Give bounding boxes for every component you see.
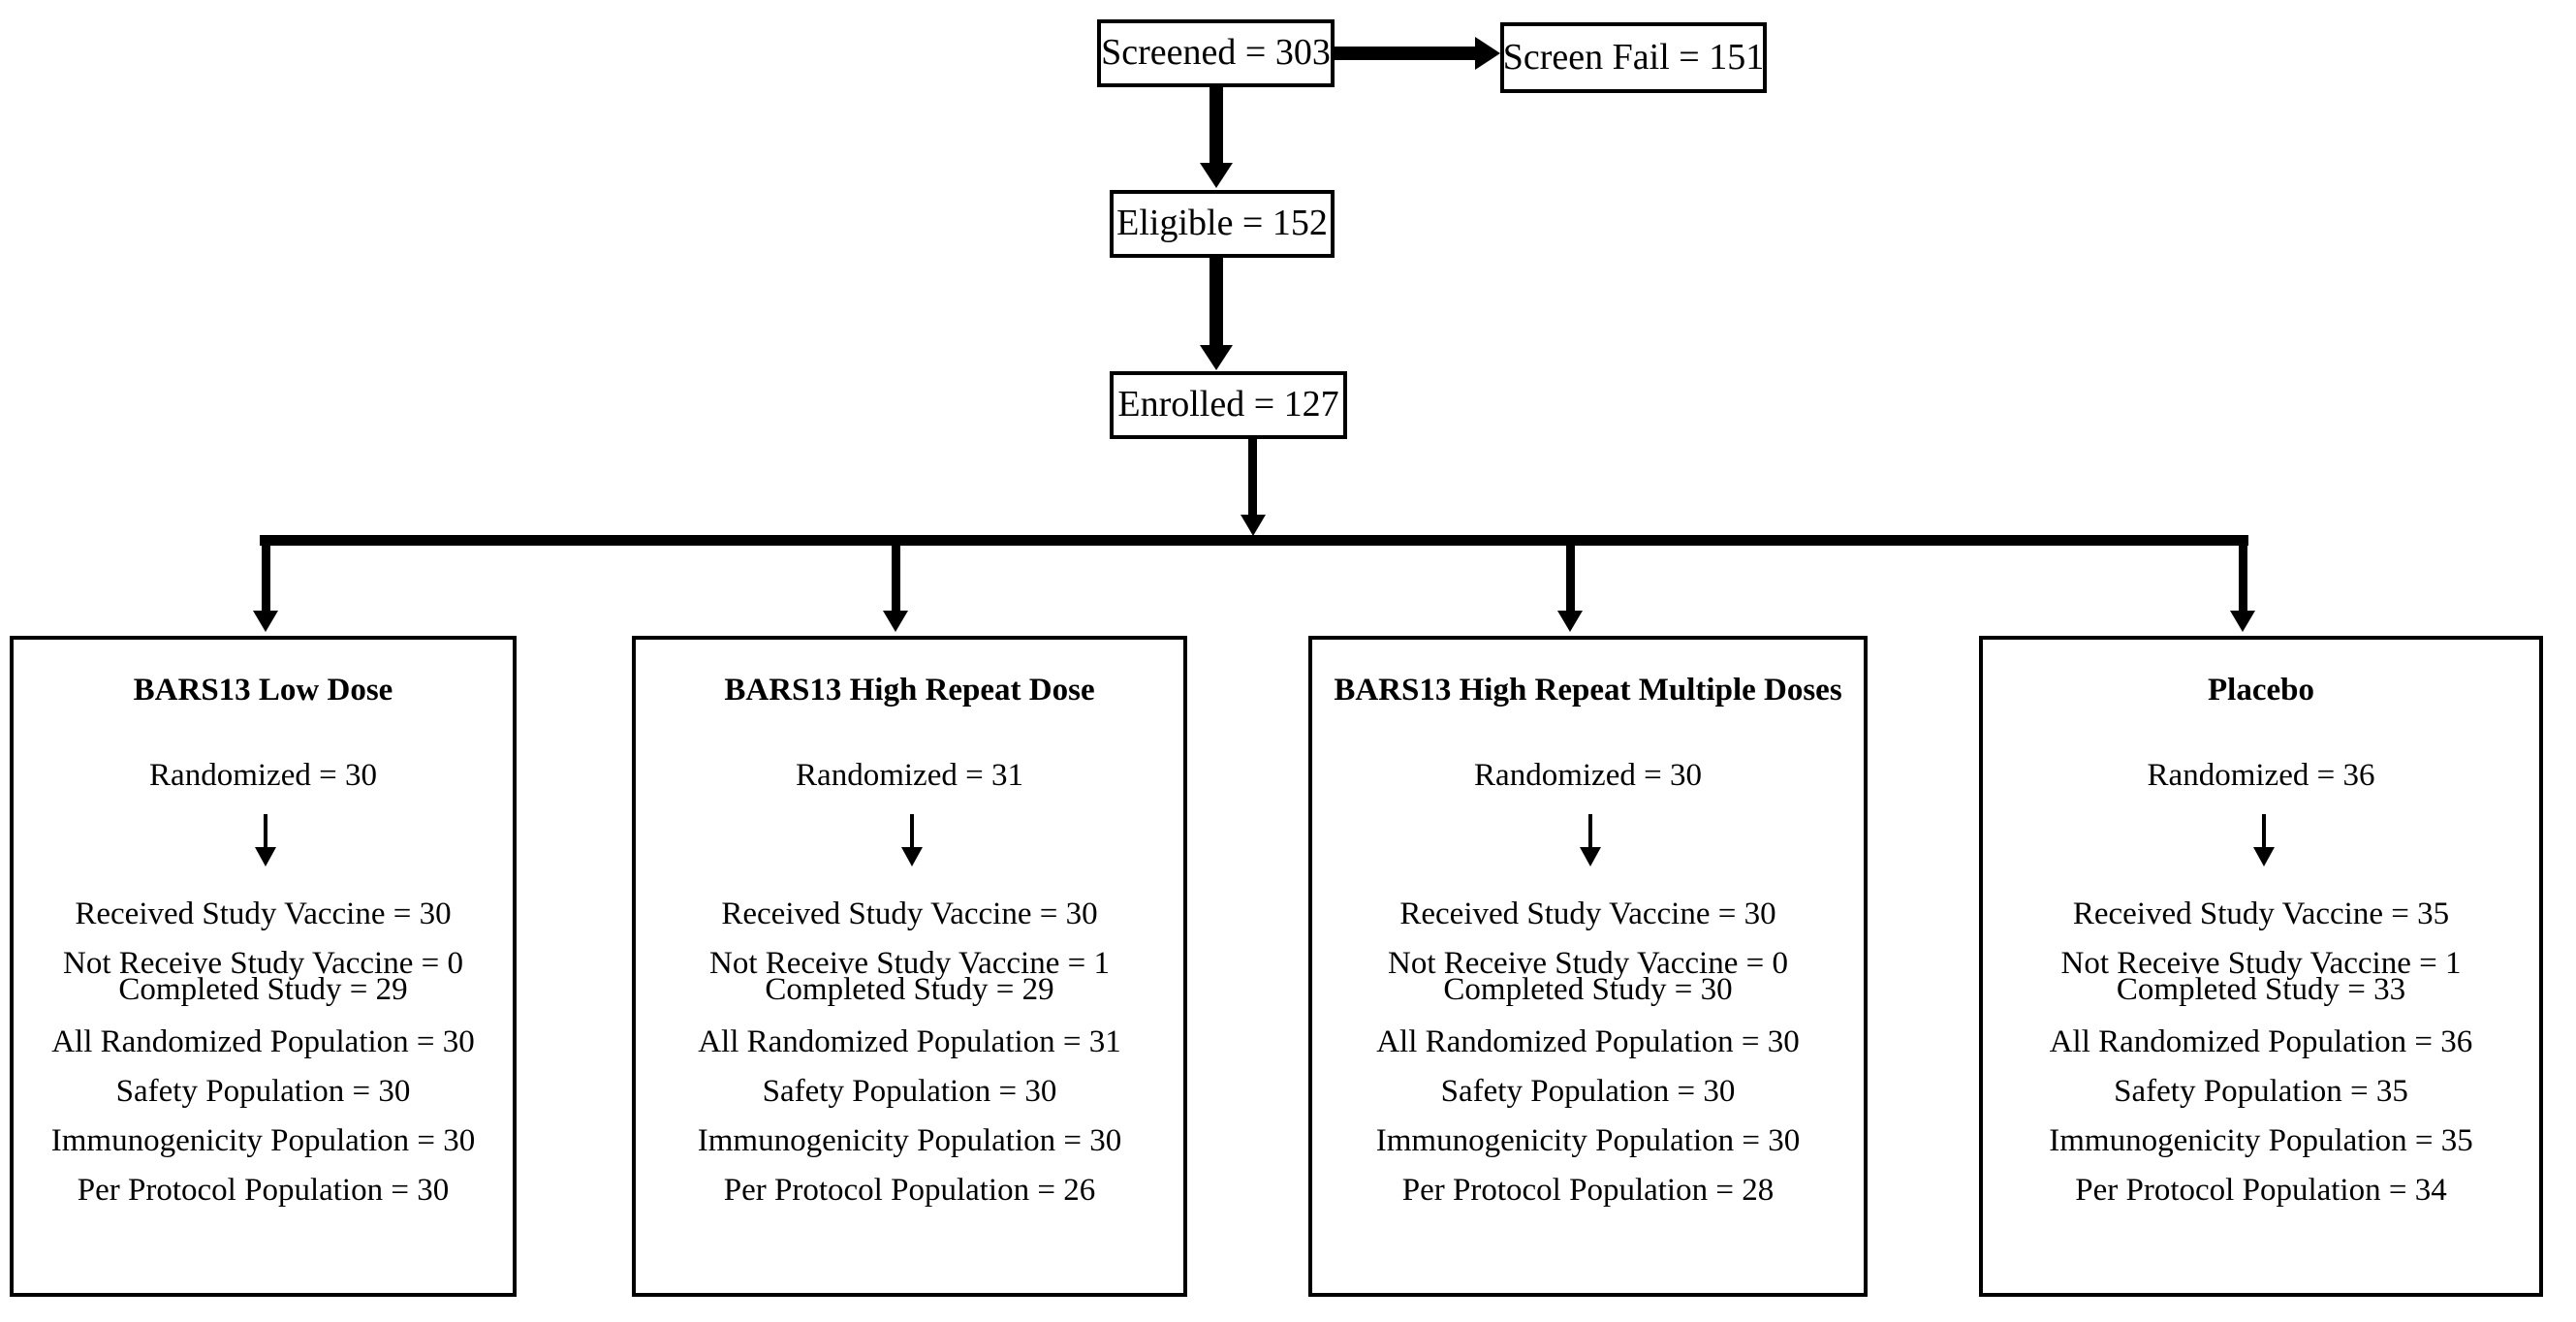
arrowhead-eligible-to-enrolled — [1200, 345, 1233, 370]
arm-immunogenicity-population: Immunogenicity Population = 30 — [50, 1123, 476, 1159]
arm-inner-arrow-head — [255, 847, 276, 866]
arm-received: Received Study Vaccine = 30 — [721, 897, 1098, 931]
arm-completed: Completed Study = 29 — [118, 972, 408, 1007]
randomization-bus-bar — [260, 535, 2248, 546]
node-eligible-label: Eligible = 152 — [1116, 203, 1328, 244]
arm-immunogenicity-population: Immunogenicity Population = 35 — [2049, 1123, 2473, 1159]
arm-vaccine-group: Received Study Vaccine = 35 Not Receive … — [1983, 890, 2539, 989]
arm-box-bars13-high-repeat-dose: BARS13 High Repeat Dose Randomized = 31 … — [632, 636, 1187, 1297]
arm-title: BARS13 Low Dose — [133, 673, 393, 708]
arm-vaccine-group: Received Study Vaccine = 30 Not Receive … — [1312, 890, 1864, 989]
node-screen-fail: Screen Fail = 151 — [1500, 22, 1767, 93]
connector-bus-to-arm-4 — [2239, 535, 2247, 611]
arm-safety-population: Safety Population = 30 — [1440, 1074, 1736, 1110]
arrowhead-enrolled-to-bus — [1241, 515, 1266, 536]
arm-per-protocol-population: Per Protocol Population = 30 — [77, 1173, 450, 1209]
arm-populations-group: All Randomized Population = 36 Safety Po… — [1983, 1018, 2539, 1216]
arm-randomized: Randomized = 36 — [2147, 758, 2375, 793]
arm-completed: Completed Study = 33 — [2116, 972, 2406, 1007]
connector-screened-to-screenfail — [1335, 47, 1475, 60]
arm-populations-group: All Randomized Population = 31 Safety Po… — [636, 1018, 1183, 1216]
connector-bus-to-arm-2 — [892, 535, 900, 611]
arm-all-randomized-population: All Randomized Population = 36 — [2049, 1024, 2473, 1059]
node-screened-label: Screened = 303 — [1101, 32, 1331, 74]
arm-inner-arrow-shaft — [2262, 814, 2266, 849]
arm-all-randomized-population: All Randomized Population = 31 — [698, 1024, 1121, 1059]
arm-title: Placebo — [2208, 673, 2314, 708]
arm-box-bars13-low-dose: BARS13 Low Dose Randomized = 30 Received… — [10, 636, 517, 1297]
arm-all-randomized-population: All Randomized Population = 30 — [1376, 1024, 1800, 1059]
arm-randomized: Randomized = 30 — [1474, 758, 1702, 793]
connector-bus-to-arm-1 — [262, 535, 270, 611]
arrowhead-bus-to-arm-3 — [1557, 611, 1583, 632]
arm-not-received: Not Receive Study Vaccine = 1 — [709, 946, 1110, 982]
arm-completed: Completed Study = 30 — [1443, 972, 1733, 1007]
arm-completed: Completed Study = 29 — [765, 972, 1054, 1007]
arm-per-protocol-population: Per Protocol Population = 28 — [1401, 1173, 1775, 1209]
arm-immunogenicity-population: Immunogenicity Population = 30 — [1375, 1123, 1801, 1159]
arm-title: BARS13 High Repeat Multiple Doses — [1334, 673, 1842, 708]
arm-per-protocol-population: Per Protocol Population = 34 — [2075, 1173, 2447, 1209]
arm-safety-population: Safety Population = 30 — [762, 1074, 1057, 1110]
arm-populations-group: All Randomized Population = 30 Safety Po… — [14, 1018, 513, 1216]
arm-inner-arrow-shaft — [910, 814, 914, 849]
node-enrolled: Enrolled = 127 — [1110, 371, 1347, 439]
connector-eligible-to-enrolled — [1209, 258, 1223, 345]
arm-randomized: Randomized = 30 — [149, 758, 377, 793]
arm-received: Received Study Vaccine = 30 — [75, 897, 452, 931]
arm-completed-group: Completed Study = 30 — [1312, 965, 1864, 1015]
arm-vaccine-group: Received Study Vaccine = 30 Not Receive … — [636, 890, 1183, 989]
arm-inner-arrow-shaft — [264, 814, 267, 849]
arm-title: BARS13 High Repeat Dose — [724, 673, 1095, 708]
arm-received: Received Study Vaccine = 30 — [1399, 897, 1776, 931]
arm-box-placebo: Placebo Randomized = 36 Received Study V… — [1979, 636, 2543, 1297]
arm-randomized: Randomized = 31 — [796, 758, 1023, 793]
connector-bus-to-arm-3 — [1566, 535, 1575, 611]
arm-completed-group: Completed Study = 29 — [14, 965, 513, 1015]
node-eligible: Eligible = 152 — [1110, 190, 1335, 258]
arm-per-protocol-population: Per Protocol Population = 26 — [723, 1173, 1096, 1209]
arm-not-received: Not Receive Study Vaccine = 0 — [63, 946, 463, 982]
connector-screened-to-eligible — [1209, 87, 1223, 163]
arm-inner-arrow-shaft — [1588, 814, 1592, 849]
arm-populations-group: All Randomized Population = 30 Safety Po… — [1312, 1018, 1864, 1216]
arm-not-received: Not Receive Study Vaccine = 0 — [1388, 946, 1788, 982]
arm-received: Received Study Vaccine = 35 — [2072, 897, 2450, 931]
arm-safety-population: Safety Population = 35 — [2114, 1074, 2408, 1110]
arm-all-randomized-population: All Randomized Population = 30 — [51, 1024, 475, 1059]
arm-inner-arrow-head — [2253, 847, 2275, 866]
arm-safety-population: Safety Population = 30 — [115, 1074, 411, 1110]
arrowhead-bus-to-arm-4 — [2230, 611, 2255, 632]
arrowhead-screened-to-screenfail — [1475, 37, 1500, 70]
arm-completed-group: Completed Study = 33 — [1983, 965, 2539, 1015]
connector-enrolled-to-bus — [1248, 439, 1257, 515]
arm-not-received: Not Receive Study Vaccine = 1 — [2060, 946, 2462, 982]
arm-inner-arrow-head — [901, 847, 923, 866]
arm-completed-group: Completed Study = 29 — [636, 965, 1183, 1015]
arm-inner-arrow-head — [1580, 847, 1601, 866]
arm-vaccine-group: Received Study Vaccine = 30 Not Receive … — [14, 890, 513, 989]
node-screened: Screened = 303 — [1097, 19, 1335, 87]
arrowhead-bus-to-arm-1 — [253, 611, 278, 632]
arm-immunogenicity-population: Immunogenicity Population = 30 — [697, 1123, 1122, 1159]
arrowhead-screened-to-eligible — [1200, 163, 1233, 188]
node-enrolled-label: Enrolled = 127 — [1117, 384, 1339, 425]
arm-box-bars13-high-repeat-multiple-doses: BARS13 High Repeat Multiple Doses Random… — [1308, 636, 1868, 1297]
node-screen-fail-label: Screen Fail = 151 — [1502, 36, 1765, 78]
arrowhead-bus-to-arm-2 — [883, 611, 908, 632]
